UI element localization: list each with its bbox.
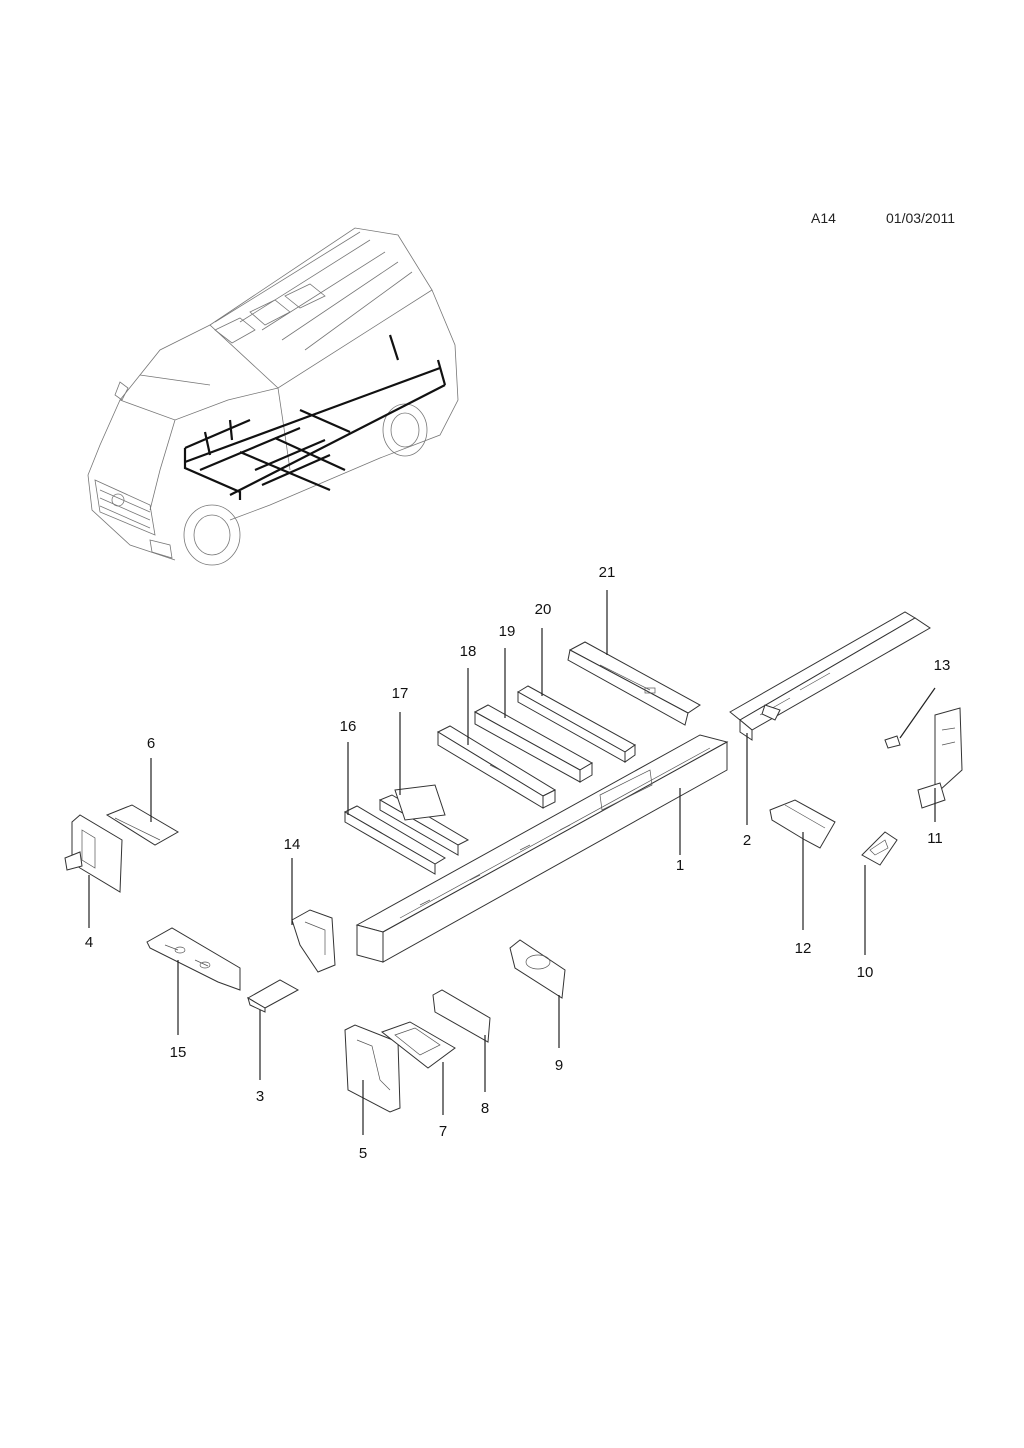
callout-19: 19: [499, 623, 516, 640]
part-12-bracket: [769, 799, 836, 849]
callout-7: 7: [439, 1123, 447, 1140]
callout-21: 21: [599, 564, 616, 581]
callout-14: 14: [284, 836, 301, 853]
part-15-bracket: [146, 927, 241, 991]
callout-16: 16: [340, 718, 357, 735]
callout-labels: 1 2 3 4 5 6 7 8 9 10 11 12 13 14 15 16 1…: [85, 564, 951, 1162]
callout-12: 12: [795, 940, 812, 957]
part-2-rear-member: [729, 611, 931, 741]
part-18-cross-member: [436, 725, 557, 809]
leader-lines: [88, 590, 936, 1135]
part-21-cross-member: [567, 641, 701, 726]
callout-17: 17: [392, 685, 409, 702]
part-8-plate: [432, 989, 491, 1043]
part-3-bracket: [246, 979, 300, 1013]
callout-13: 13: [934, 657, 951, 674]
part-13-clip: [884, 735, 901, 749]
part-19-cross-member: [473, 704, 594, 783]
part-11-bracket: [917, 707, 963, 809]
part-20-cross-member: [517, 685, 636, 763]
callout-15: 15: [170, 1044, 187, 1061]
callout-11: 11: [927, 830, 943, 847]
callout-9: 9: [555, 1057, 563, 1074]
callout-8: 8: [481, 1100, 489, 1117]
part-5-panel: [344, 1024, 401, 1113]
part-6-panel: [105, 804, 180, 846]
part-4-panel: [64, 814, 123, 893]
callout-10: 10: [857, 964, 874, 981]
diagram-code: A14: [811, 210, 836, 226]
part-7-bracket: [380, 1021, 456, 1069]
part-9-bracket: [509, 939, 566, 999]
part-10-plate: [861, 831, 898, 866]
callout-2: 2: [743, 832, 751, 849]
part-16-cross-member: [343, 805, 446, 875]
part-14-bracket: [291, 909, 336, 973]
van-illustration: [87, 227, 459, 566]
callout-4: 4: [85, 934, 93, 951]
callout-1: 1: [676, 857, 684, 874]
diagram-date: 01/03/2011: [886, 210, 956, 226]
callout-3: 3: [256, 1088, 264, 1105]
callout-18: 18: [460, 643, 477, 660]
callout-6: 6: [147, 735, 155, 752]
callout-5: 5: [359, 1145, 367, 1162]
part-1-side-member: [355, 734, 729, 963]
callout-20: 20: [535, 601, 552, 618]
part-17-bracket: [378, 784, 470, 856]
